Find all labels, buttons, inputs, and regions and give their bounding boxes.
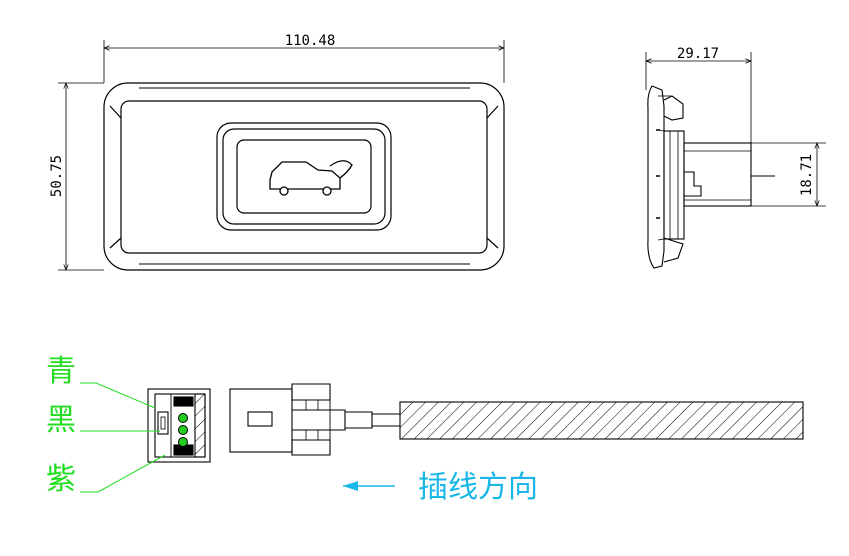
button-inner: [236, 139, 372, 214]
connector-height-value: 18.71: [799, 154, 815, 196]
connector-face: [147, 388, 211, 463]
arrow-left-icon: [343, 481, 395, 491]
plug-lower-latch: [291, 439, 331, 456]
pin-cyan: [178, 413, 188, 423]
button-outer: [216, 122, 392, 231]
front-outer-bezel: [103, 82, 505, 271]
label-purple: 紫: [46, 462, 76, 497]
width-dimension: [104, 40, 504, 83]
harness-sleeve: [399, 401, 804, 440]
connector-pins: [178, 413, 188, 447]
pin-black: [178, 425, 188, 435]
side-upper-clip: [663, 95, 684, 121]
plug-body: [229, 388, 293, 453]
front-view: [103, 82, 505, 271]
front-inner-face: [120, 100, 488, 254]
car-tailgate-icon: [269, 160, 353, 196]
side-body-frame: [663, 130, 685, 240]
plug-wire-boot: [345, 411, 373, 429]
connector-key-slot: [157, 411, 169, 435]
connector-top-block: [173, 396, 194, 407]
bezel-corner-lines: [109, 105, 499, 249]
plug-neck: [292, 409, 346, 431]
depth-value: 29.17: [677, 46, 719, 62]
side-lower-clip: [663, 237, 684, 263]
plug-window: [247, 411, 273, 427]
depth-dimension: [646, 52, 751, 143]
pin-purple: [178, 437, 188, 447]
connector-face-outer: [147, 388, 211, 463]
side-view: [647, 85, 775, 269]
label-black: 黑: [46, 403, 76, 438]
label-cyan: 青: [46, 354, 76, 389]
side-bezel: [647, 85, 665, 269]
side-latch: [684, 171, 702, 197]
leader-purple: [80, 454, 166, 493]
width-value: 110.48: [285, 33, 336, 49]
plug-upper-latch: [291, 383, 331, 401]
leader-cyan: [80, 382, 156, 409]
height-dimension: [58, 83, 104, 270]
connector-height-dimension: [751, 143, 826, 206]
connector-hatched-wall: [194, 393, 206, 458]
side-connector-housing: [683, 142, 752, 207]
insertion-direction-label: 插线方向: [418, 470, 538, 505]
harness-plug: [229, 383, 804, 456]
plug-wires: [372, 413, 400, 427]
height-value: 50.75: [49, 155, 65, 197]
button-ring: [222, 128, 386, 225]
wire-leaders: [80, 382, 166, 493]
bezel-ledges: [139, 87, 470, 265]
